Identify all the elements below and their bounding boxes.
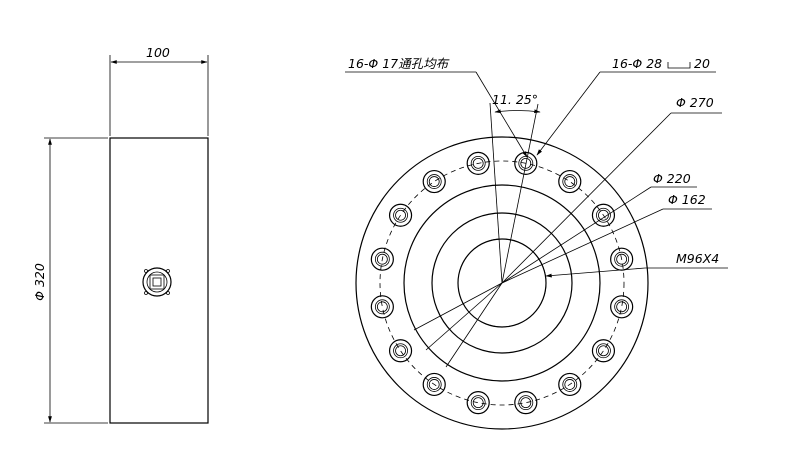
- mounting-hole: [422, 169, 446, 194]
- mounting-hole: [514, 391, 538, 415]
- mounting-hole: [591, 339, 616, 363]
- mounting-hole: [370, 247, 394, 271]
- diameter-220-circle: [403, 184, 601, 382]
- front-view: 16-Φ 17通孔均布 16-Φ 28 20 11. 25° Φ 270 Φ 2…: [345, 56, 728, 430]
- leader-dia-270: [501, 112, 672, 284]
- mounting-hole: [466, 391, 490, 415]
- leader-holes: [475, 71, 528, 158]
- dia-162-label: Φ 162: [668, 192, 706, 207]
- mounting-hole: [388, 339, 413, 363]
- mounting-hole: [388, 203, 413, 227]
- bolt-circle: [379, 160, 625, 406]
- mounting-hole: [370, 295, 394, 319]
- mounting-hole: [558, 372, 582, 397]
- counterbore-depth-label: 20: [694, 56, 710, 71]
- dia-220-label: Φ 220: [653, 171, 691, 186]
- outer-flange-circle: [355, 136, 649, 430]
- leader-dia-220: [501, 186, 652, 284]
- thread-bore-outer-arc: [459, 238, 547, 328]
- connector-icon: [142, 267, 172, 297]
- counterbore-depth-symbol: [667, 62, 691, 69]
- angle-label: 11. 25°: [492, 92, 538, 107]
- side-view: 100 Φ 320: [32, 45, 209, 424]
- width-dimension-text: 100: [146, 45, 170, 60]
- mounting-hole: [610, 295, 634, 319]
- diameter-162-circle: [431, 212, 573, 354]
- height-dimension-text: Φ 320: [32, 263, 47, 301]
- holes-label: 16-Φ 17通孔均布: [348, 56, 450, 71]
- dia-270-label: Φ 270: [676, 95, 714, 110]
- leader-thread: [545, 267, 646, 278]
- mounting-hole: [422, 372, 446, 397]
- counterbore-label: 16-Φ 28: [612, 56, 662, 71]
- leader-dia-162: [501, 208, 664, 284]
- angle-arc: [494, 109, 541, 114]
- side-body-outline: [109, 137, 209, 424]
- thread-label: M96X4: [676, 251, 719, 266]
- mounting-hole: [591, 203, 616, 227]
- mounting-hole: [558, 169, 582, 194]
- leader-counterbore: [536, 71, 601, 156]
- mounting-hole: [466, 151, 490, 175]
